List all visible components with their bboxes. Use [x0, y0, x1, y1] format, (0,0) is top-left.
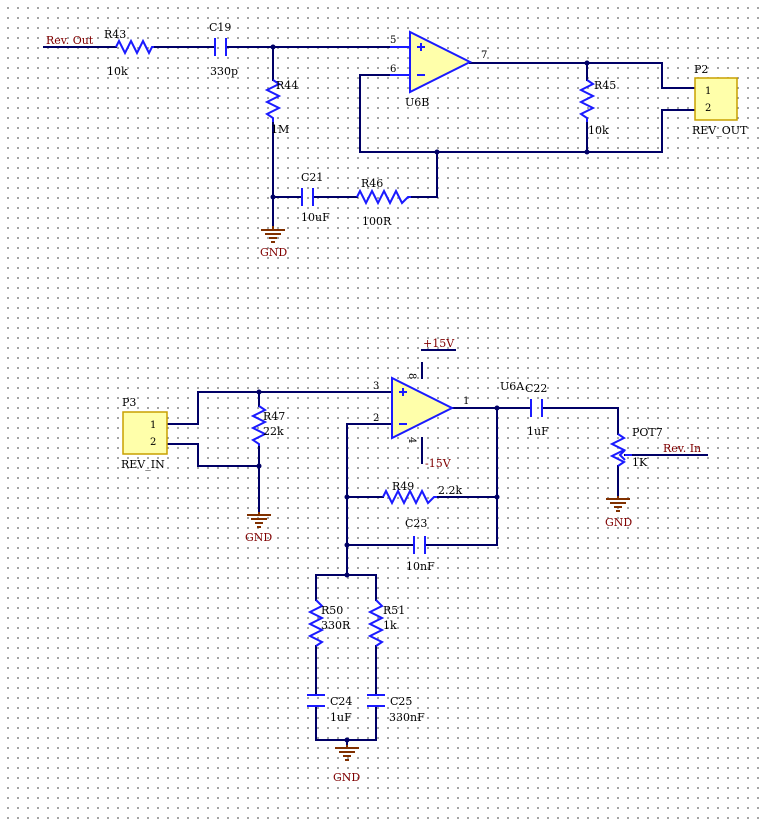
- junction-dot: [584, 149, 590, 155]
- ground-symbol: GND: [260, 226, 287, 259]
- ground-symbol: GND: [245, 512, 272, 544]
- ground-symbol: GND: [333, 745, 360, 784]
- u6a-pin-vn: 4: [406, 437, 417, 443]
- bottom-circuit: 1 2 P3 REV_IN R47 22k GND 3 2 1 8 4 U6A: [121, 337, 708, 784]
- capacitor-c24[interactable]: C24 1uF: [307, 694, 352, 724]
- capacitor-c22[interactable]: C22 1uF: [525, 382, 549, 438]
- c24-value: 1uF: [330, 711, 352, 724]
- c19-value: 330p: [210, 65, 238, 78]
- net-label-rev-out: Rev. Out: [46, 34, 94, 47]
- capacitor-c21[interactable]: C21 10uF: [301, 171, 330, 224]
- pot7-value: 1K: [632, 456, 648, 469]
- capacitor-c23[interactable]: C23 10nF: [405, 517, 435, 573]
- c24-ref: C24: [330, 695, 352, 708]
- pot7-ref: POT7: [632, 426, 663, 439]
- c23-ref: C23: [405, 517, 427, 530]
- u6b-pin-out: 7: [481, 50, 487, 61]
- u6a-pin-plus: 3: [373, 381, 379, 392]
- c25-ref: C25: [390, 695, 412, 708]
- junction-dot: [494, 405, 500, 411]
- connector-p2[interactable]: 1 2 P2 REV_OUT: [692, 63, 748, 137]
- junction-dot: [270, 194, 276, 200]
- c23-value: 10nF: [406, 560, 435, 573]
- ground-symbol: GND: [605, 496, 632, 529]
- junction-dot: [494, 494, 500, 500]
- u6a-ref: U6A: [500, 380, 525, 393]
- u6b-pin-minus: 6: [390, 64, 396, 75]
- c22-value: 1uF: [527, 425, 549, 438]
- resistor-r44[interactable]: R44 1M: [264, 79, 298, 136]
- r49-ref: R49: [392, 480, 414, 493]
- r44-ref: R44: [276, 79, 298, 92]
- junction-dot: [344, 737, 350, 743]
- u6a-pin-vp: 8: [406, 373, 417, 379]
- potentiometer-pot7[interactable]: POT7 1K: [609, 426, 663, 469]
- resistor-r46[interactable]: R46 100R: [356, 177, 411, 228]
- resistor-r51[interactable]: R51 1k: [367, 599, 405, 647]
- net-label-vneg: -15V: [425, 457, 452, 470]
- capacitor-c19[interactable]: C19 330p: [209, 21, 238, 78]
- junction-dot: [434, 149, 440, 155]
- r50-ref: R50: [321, 604, 343, 617]
- p2-ref: P2: [694, 63, 708, 76]
- ground-label: GND: [245, 531, 272, 544]
- r47-value: 22k: [263, 425, 284, 438]
- u6a-pin-minus: 2: [373, 413, 379, 424]
- r43-value: 10k: [107, 65, 128, 78]
- u6b-pin-plus: 5: [390, 35, 396, 46]
- ground-label: GND: [333, 771, 360, 784]
- r47-ref: R47: [263, 410, 285, 423]
- connector-p3[interactable]: 1 2 P3 REV_IN: [121, 396, 168, 471]
- p3-pin2: 2: [150, 437, 156, 448]
- junction-dot: [344, 494, 350, 500]
- net-label-rev-in: Rev. In: [663, 442, 701, 455]
- top-circuit: Rev. Out R43 10k C19 330p R44 1M C21 10u…: [43, 21, 748, 259]
- junction-dot: [584, 60, 590, 66]
- junction-dot: [344, 572, 350, 578]
- junction-dot: [270, 44, 276, 50]
- p2-pin2: 2: [705, 103, 711, 114]
- u6b-ref: U6B: [405, 96, 429, 109]
- r45-ref: R45: [594, 79, 616, 92]
- p3-ref: P3: [122, 396, 136, 409]
- opamp-u6a[interactable]: 3 2 1 8 4 U6A: [373, 373, 525, 443]
- capacitor-c25[interactable]: C25 330nF: [367, 694, 425, 724]
- junction-dot: [256, 463, 262, 469]
- resistor-r47[interactable]: R47 22k: [250, 405, 285, 446]
- p2-pin1: 1: [705, 86, 711, 97]
- r51-value: 1k: [383, 619, 397, 632]
- c21-ref: C21: [301, 171, 323, 184]
- opamp-u6b[interactable]: 5 6 7 U6B: [390, 30, 487, 109]
- r45-value: 10k: [588, 124, 609, 137]
- ground-label: GND: [605, 516, 632, 529]
- p3-name: REV_IN: [121, 458, 165, 471]
- net-label-vpos: +15V: [423, 337, 455, 350]
- r46-ref: R46: [361, 177, 383, 190]
- u6a-pin-out: 1: [463, 396, 469, 407]
- c25-value: 330nF: [389, 711, 425, 724]
- resistor-r43[interactable]: R43 10k: [104, 28, 154, 78]
- resistor-r49[interactable]: R49 2.2k: [382, 480, 462, 506]
- r43-ref: R43: [104, 28, 126, 41]
- r44-value: 1M: [271, 123, 289, 136]
- r46-value: 100R: [362, 215, 392, 228]
- p2-name: REV_OUT: [692, 124, 748, 137]
- r49-value: 2.2k: [438, 484, 462, 497]
- resistor-r50[interactable]: R50 330R: [307, 599, 351, 647]
- c19-ref: C19: [209, 21, 231, 34]
- junction-dot: [256, 389, 262, 395]
- r50-value: 330R: [321, 619, 351, 632]
- c22-ref: C22: [525, 382, 547, 395]
- junction-dot: [344, 542, 350, 548]
- resistor-r45[interactable]: R45 10k: [578, 79, 616, 137]
- p3-pin1: 1: [150, 420, 156, 431]
- c21-value: 10uF: [301, 211, 330, 224]
- ground-label: GND: [260, 246, 287, 259]
- r51-ref: R51: [383, 604, 405, 617]
